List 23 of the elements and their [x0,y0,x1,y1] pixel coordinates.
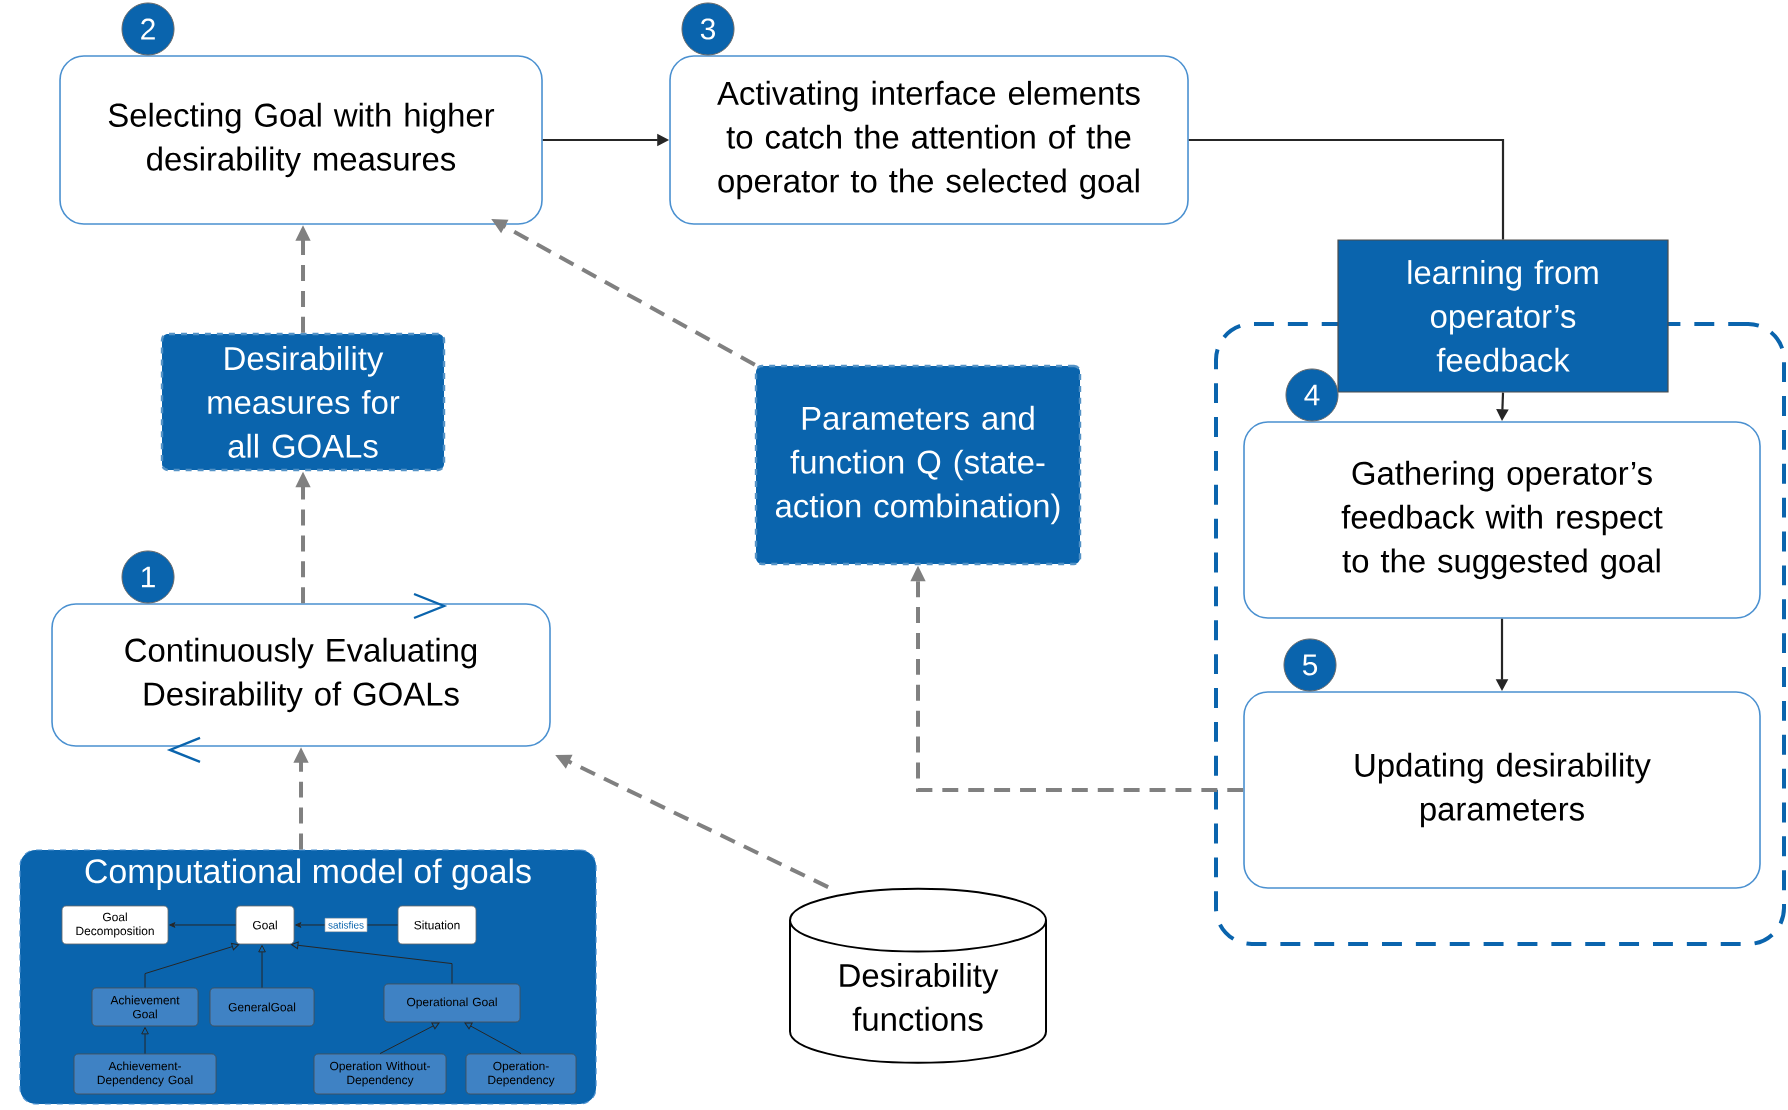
stage-banner: learning from operator’s feedback [1337,239,1669,393]
arrow [291,941,453,985]
process-box: Gathering operator’s feedback with respect to the suggested goal [1243,421,1761,619]
arrow [258,945,266,989]
arrow [144,942,240,989]
data-box: Parameters and function Q (state-action combination) [754,364,1082,566]
process-box: Selecting Goal with higher desirability measures [59,55,543,225]
step-badge: 5 [1283,638,1337,692]
process-box: Continuously Evaluating Desirability of GOALs [51,603,551,747]
data-box: Desirability measures for all GOALs [160,332,446,472]
arrow [169,922,237,928]
step-badge: 4 [1285,368,1339,422]
process-box: Activating interface elements to catch the attention of the operator to the selected goal [669,55,1189,225]
arrow [464,1022,522,1055]
step-badge: 3 [681,2,735,56]
database-cylinder: Desirability functions [789,887,1047,1064]
arrow [379,1022,440,1055]
arrow [141,1027,149,1055]
process-box: Updating desirability parameters [1243,691,1761,889]
arrow [295,922,399,928]
step-badge: 2 [121,2,175,56]
step-badge: 1 [121,550,175,604]
panel-title: Computational model of goals [85,858,531,890]
